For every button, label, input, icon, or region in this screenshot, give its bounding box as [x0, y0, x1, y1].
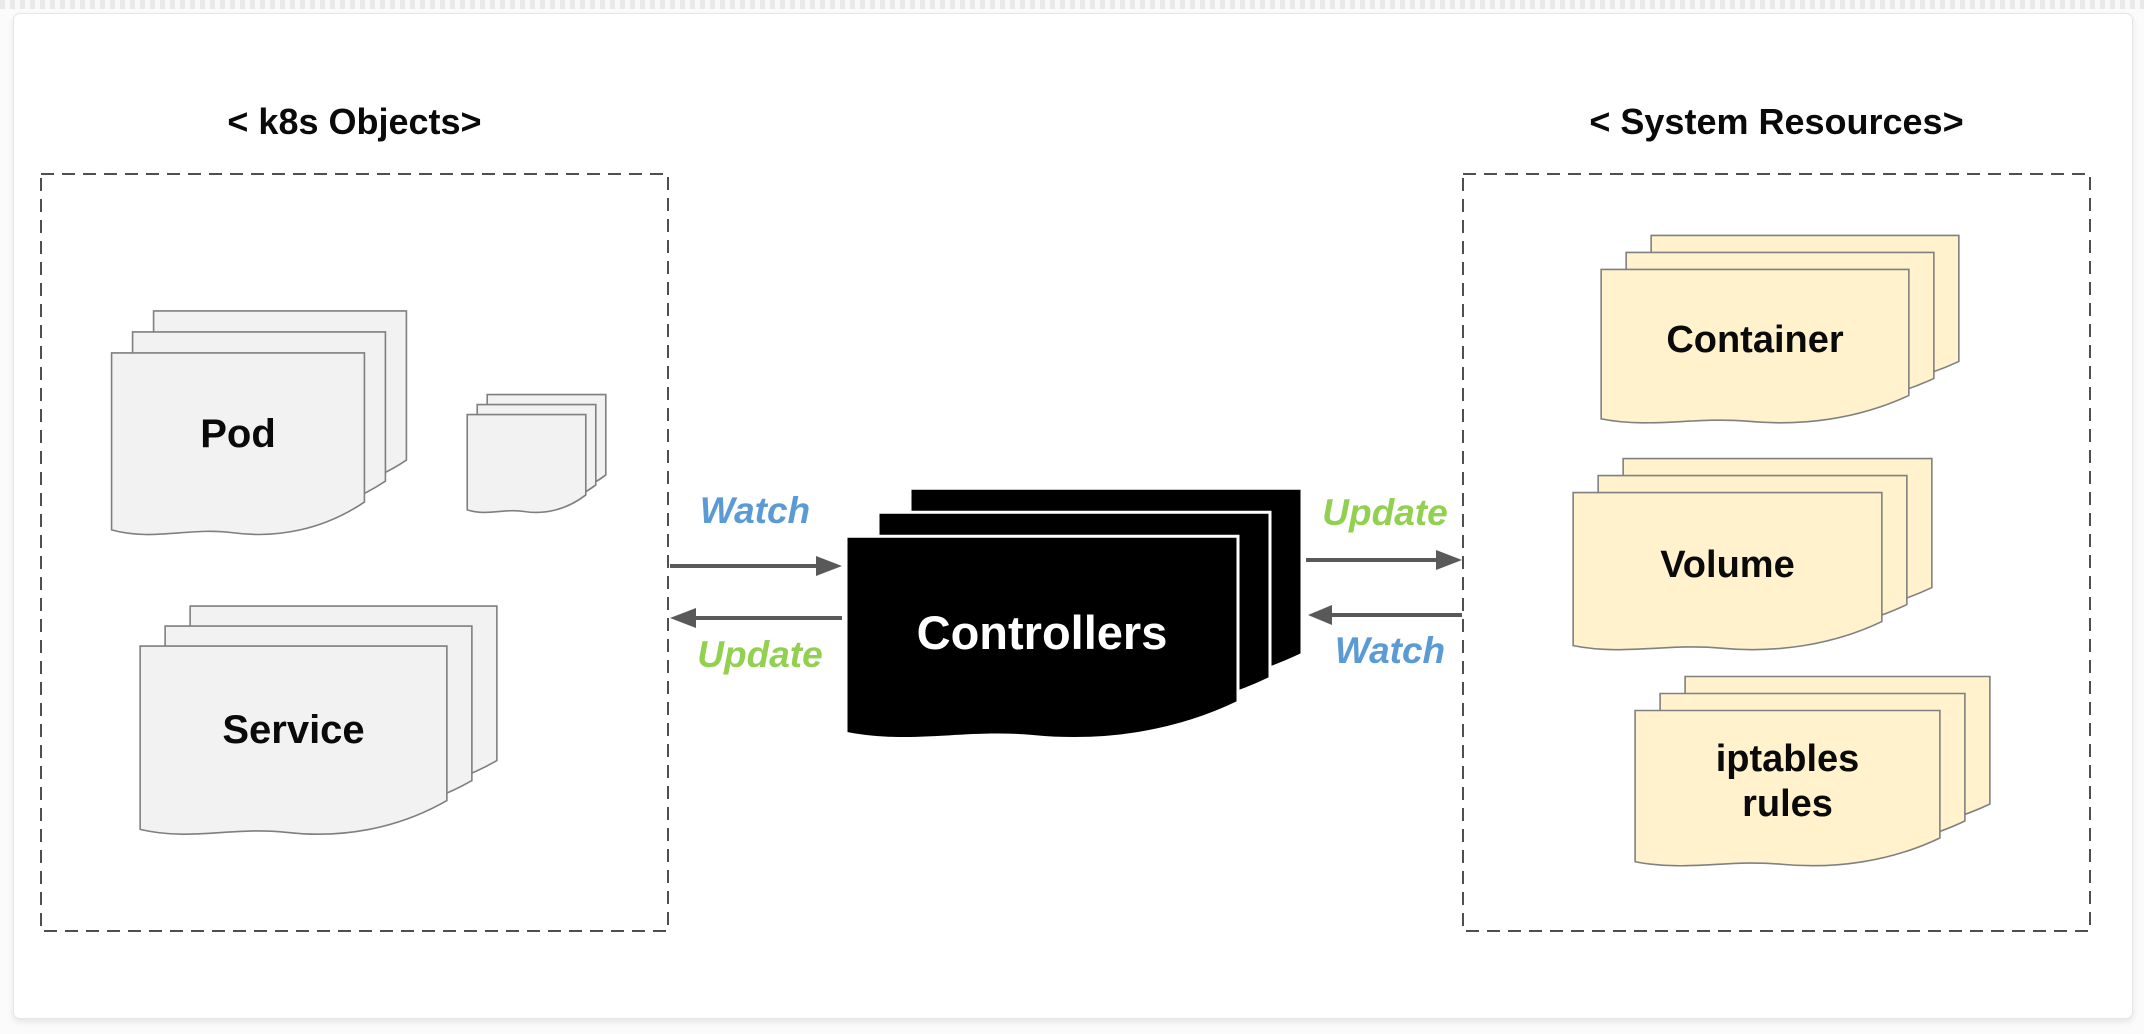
- document-stack-icon: [1598, 233, 1962, 430]
- system-resources-title: < System Resources>: [1589, 101, 1964, 142]
- volume-label: Volume: [1660, 543, 1795, 586]
- document-stack-icon: [137, 603, 500, 843]
- left-watch-arrow: [670, 556, 842, 576]
- container-label: Container: [1666, 318, 1844, 361]
- service-label: Service: [222, 708, 365, 753]
- iptables-rules-label: iptables rules: [1632, 708, 1943, 856]
- iptables-stack: iptables rules: [1632, 674, 1993, 873]
- pods-small-stack: [466, 393, 607, 519]
- right-watch-arrow: [1308, 605, 1462, 625]
- right-watch-label: Watch: [1334, 630, 1446, 671]
- document-stack-icon: [466, 393, 607, 519]
- container-stack: Container: [1598, 233, 1962, 430]
- left-update-label: Update: [697, 634, 823, 675]
- pod-label: Pod: [200, 412, 276, 457]
- document-stack-icon: [109, 308, 409, 543]
- k8s-objects-title: < k8s Objects>: [227, 101, 482, 142]
- right-update-arrow: [1306, 550, 1462, 570]
- controllers-stack: Controllers: [842, 485, 1306, 748]
- document-stack-icon: [1570, 456, 1935, 657]
- left-update-arrow: [670, 608, 842, 628]
- document-stack-icon: [842, 485, 1306, 748]
- pod-stack: Pod: [109, 308, 409, 543]
- service-stack: Service: [137, 603, 500, 843]
- left-watch-label: Watch: [699, 490, 811, 531]
- document-stack-icon: [1632, 674, 1993, 873]
- volume-stack: Volume: [1570, 456, 1935, 657]
- right-update-label: Update: [1322, 492, 1448, 533]
- top-edge-pattern: [0, 0, 2144, 9]
- controllers-label: Controllers: [916, 606, 1168, 660]
- iptables-rules-text: iptables rules: [1715, 738, 1860, 825]
